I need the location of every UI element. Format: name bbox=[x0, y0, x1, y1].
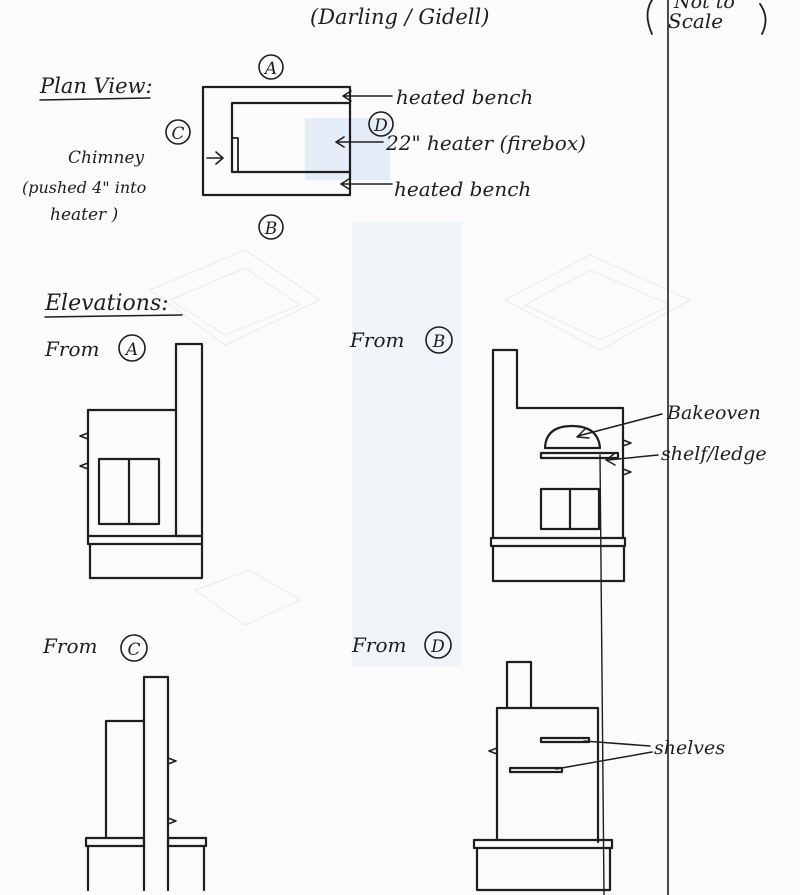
from-c-bench-right-top bbox=[166, 836, 208, 848]
scan-tint-strip bbox=[352, 222, 462, 667]
from-a-nub-lower bbox=[79, 462, 89, 470]
from-c-word: From bbox=[42, 634, 97, 658]
from-d-shelf-lower bbox=[508, 766, 564, 774]
from-a-bench-base bbox=[88, 542, 204, 580]
plan-marker-d-circle bbox=[368, 111, 394, 137]
from-a-chimney bbox=[174, 342, 204, 538]
from-c-chimney bbox=[142, 675, 170, 892]
from-d-heater-body bbox=[495, 706, 600, 844]
top-bench-label: heated bench bbox=[396, 85, 533, 109]
from-b-shelf-ledge bbox=[539, 451, 620, 460]
bottom-bench-arrow bbox=[340, 178, 393, 190]
from-b-nub-lower bbox=[622, 468, 632, 476]
plan-marker-b: B bbox=[264, 219, 278, 239]
top-note-paren-left bbox=[646, 0, 653, 35]
chimney-label-line3: heater ) bbox=[50, 205, 118, 225]
from-a-circle bbox=[118, 334, 146, 362]
from-b-bakeoven-dome bbox=[543, 424, 602, 450]
plan-marker-a-circle bbox=[258, 54, 284, 80]
top-note-left: (Darling / Gidell) bbox=[310, 5, 489, 29]
from-b-bench-base bbox=[491, 544, 626, 583]
from-b-chimney-body bbox=[491, 348, 625, 540]
from-d-chimney bbox=[505, 660, 533, 710]
elevations-title: Elevations: bbox=[44, 291, 169, 316]
bottom-bench-label: heated bench bbox=[394, 177, 531, 201]
plan-marker-c-circle bbox=[165, 119, 191, 145]
from-a-heater-body bbox=[86, 408, 178, 538]
from-d-nub bbox=[488, 747, 498, 755]
ghost-drawing-left bbox=[148, 249, 322, 346]
plan-marker-a: A bbox=[263, 59, 277, 79]
from-b-word: From bbox=[349, 328, 404, 352]
bakeoven-label: Bakeoven bbox=[666, 402, 761, 424]
bakeoven-arrowhead bbox=[576, 427, 590, 439]
from-a-letter: A bbox=[124, 340, 138, 360]
elevation-from-d: From D shelves bbox=[351, 631, 725, 892]
elevation-from-c: From C bbox=[42, 634, 208, 892]
chimney-label-line1: Chimney bbox=[68, 148, 145, 168]
plan-view-title: Plan View: bbox=[39, 74, 153, 98]
from-d-bench-base bbox=[475, 846, 612, 892]
top-note-right-line1: Not to bbox=[673, 0, 735, 13]
from-d-letter: D bbox=[430, 637, 445, 657]
from-d-bench-top bbox=[472, 838, 614, 850]
from-a-bench-top bbox=[86, 534, 204, 546]
from-c-heater-body bbox=[104, 719, 146, 840]
from-c-nub-lower bbox=[167, 817, 177, 825]
overlay-edge-line bbox=[599, 454, 605, 895]
from-b-circle bbox=[425, 326, 453, 354]
from-d-circle bbox=[424, 631, 452, 659]
shelves-label: shelves bbox=[654, 737, 725, 759]
plan-chimney-box bbox=[231, 137, 239, 173]
from-d-shelf-upper bbox=[539, 736, 591, 744]
elevation-from-a: From A bbox=[44, 334, 204, 580]
plan-marker-d: D bbox=[373, 116, 388, 136]
ghost-drawing-lower bbox=[193, 569, 302, 626]
from-b-letter: B bbox=[432, 332, 446, 352]
from-d-word: From bbox=[351, 633, 406, 657]
from-a-nub-upper bbox=[79, 432, 89, 440]
chimney-label-line2: (pushed 4" into bbox=[22, 178, 146, 197]
plan-outer-footprint bbox=[201, 85, 352, 197]
shelf-ledge-leader bbox=[607, 454, 659, 461]
plan-marker-c: C bbox=[171, 124, 184, 144]
from-b-nub-upper bbox=[622, 439, 632, 447]
from-c-nub-upper bbox=[167, 757, 177, 765]
from-a-word: From bbox=[44, 337, 99, 361]
elevation-from-b: From B Bakeoven shelf/ledge bbox=[349, 326, 767, 583]
from-b-bench-top bbox=[489, 536, 627, 548]
bakeoven-leader bbox=[577, 413, 663, 437]
top-note-right-line2: Scale bbox=[668, 9, 723, 33]
scan-background bbox=[148, 118, 692, 667]
plan-marker-b-circle bbox=[258, 214, 284, 240]
from-c-letter: C bbox=[127, 640, 140, 660]
scan-tint-patch bbox=[305, 118, 390, 180]
top-note-paren-right bbox=[759, 3, 767, 35]
heater-label: 22" heater (firebox) bbox=[385, 131, 586, 155]
shelf-ledge-arrowhead bbox=[605, 453, 616, 466]
top-bench-arrow bbox=[342, 90, 393, 102]
shelf-ledge-label: shelf/ledge bbox=[661, 443, 767, 465]
chimney-arrow bbox=[206, 151, 224, 165]
heater-arrow bbox=[335, 136, 384, 148]
plan-view-underline bbox=[39, 97, 151, 101]
elevations-underline bbox=[44, 314, 183, 318]
plan-view: Plan View: A B C D Chimney (pushed 4" in… bbox=[22, 54, 586, 240]
from-c-circle bbox=[120, 634, 148, 662]
shelves-leader-lower bbox=[555, 751, 653, 770]
ghost-drawing-right bbox=[503, 254, 692, 351]
from-c-bench-left-top bbox=[84, 836, 146, 848]
shelves-leader-upper bbox=[583, 740, 651, 747]
